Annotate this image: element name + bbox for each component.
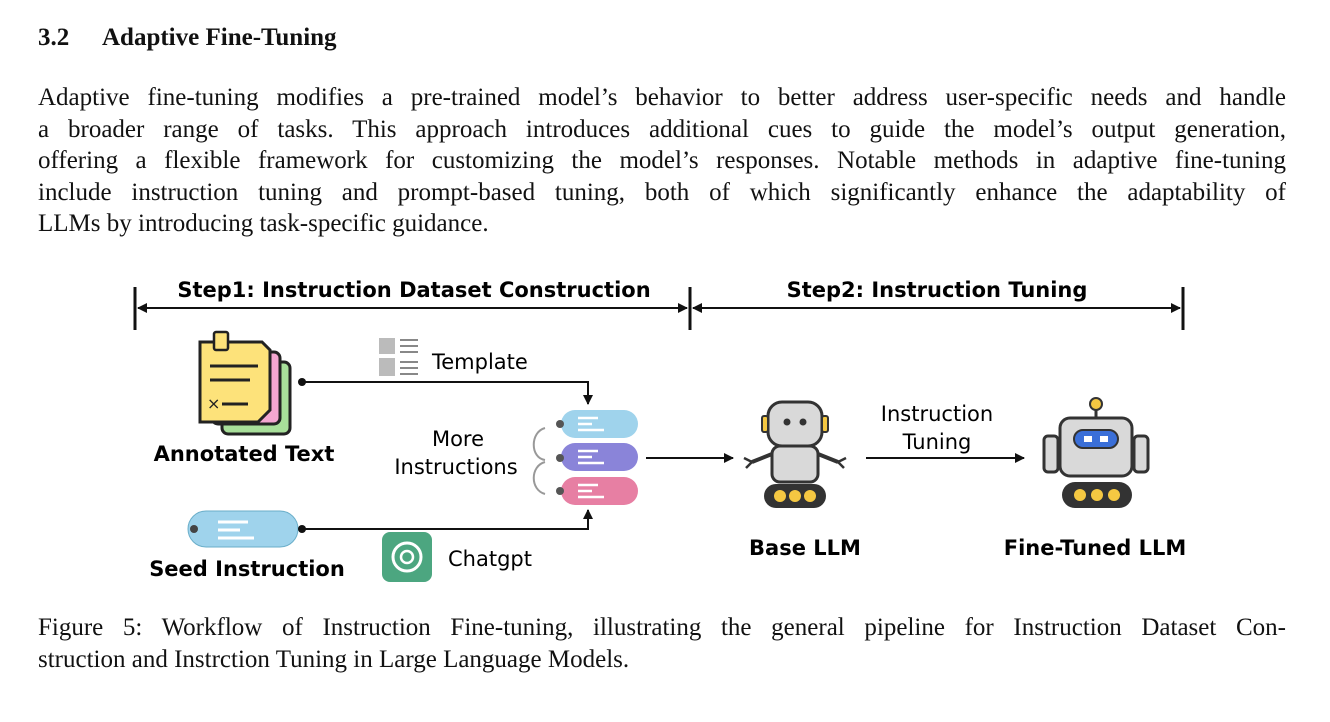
fine-tuned-llm-label: Fine-Tuned LLM [1004, 536, 1187, 560]
connector-seed [298, 509, 593, 533]
paragraph-line: offering a flexible framework for custom… [38, 147, 1286, 174]
base-llm-robot-icon [743, 400, 847, 508]
section-heading: 3.2 Adaptive Fine-Tuning [38, 24, 337, 52]
more-label: More [432, 427, 484, 451]
paragraph-line: LLMs by introducing task-specific guidan… [38, 210, 489, 237]
base-llm-label: Base LLM [749, 536, 861, 560]
seed-instruction-tag [187, 510, 299, 548]
notes-icon: × [198, 330, 292, 436]
caption-line: Figure 5: Workflow of Instruction Fine-t… [38, 614, 1286, 641]
instruction-cards [532, 410, 638, 505]
svg-text:×: × [207, 394, 220, 413]
step1-label: Step1: Instruction Dataset Construction [177, 278, 650, 302]
figure-caption: Figure 5: Workflow of Instruction Fine-t… [38, 612, 1286, 675]
section-number: 3.2 [38, 24, 70, 51]
instruction-tuning-label-2: Tuning [902, 430, 972, 454]
annotated-text-label: Annotated Text [154, 442, 335, 466]
connector-annotated [298, 378, 593, 405]
step2-label: Step2: Instruction Tuning [787, 278, 1088, 302]
paragraph-line: include instruction tuning and prompt-ba… [38, 178, 1286, 206]
template-icon [379, 338, 418, 376]
paragraph-line: Adaptive fine-tuning modifies a pre-trai… [38, 84, 1286, 111]
instructions-label: Instructions [394, 455, 517, 479]
chatgpt-label: Chatgpt [448, 547, 532, 571]
fine-tuned-llm-robot-icon [1042, 397, 1150, 508]
chatgpt-icon [382, 532, 432, 582]
instruction-tuning-label-1: Instruction [881, 402, 993, 426]
paragraph-line: a broader range of tasks. This approach … [38, 115, 1286, 143]
caption-line: struction and Instrction Tuning in Large… [38, 645, 630, 673]
section-title: Adaptive Fine-Tuning [102, 24, 337, 51]
step-brackets [133, 287, 1185, 330]
template-label: Template [431, 350, 528, 374]
seed-instruction-label: Seed Instruction [149, 557, 345, 581]
body-paragraph: Adaptive fine-tuning modifies a pre-trai… [38, 82, 1286, 240]
